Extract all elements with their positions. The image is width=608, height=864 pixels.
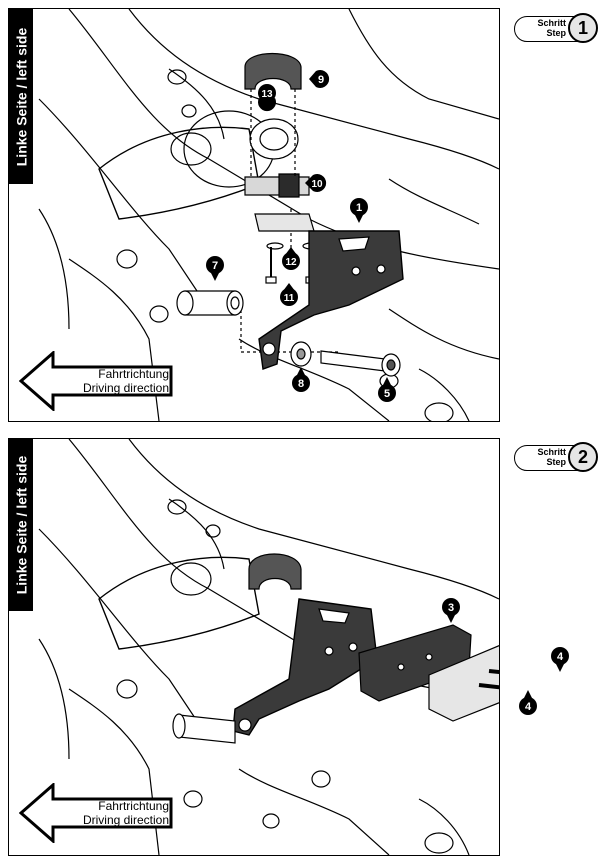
step-label-en: Step — [546, 28, 566, 38]
callout-3: 3 — [442, 598, 460, 623]
step-2-badge: Schritt Step 2 — [514, 442, 598, 472]
svg-text:8: 8 — [298, 378, 304, 390]
step-1-badge: Schritt Step 1 — [514, 13, 598, 43]
svg-text:13: 13 — [261, 89, 273, 100]
side-label-text: Linke Seite / left side — [13, 455, 29, 595]
step-label-de: Schritt — [537, 447, 566, 457]
svg-text:11: 11 — [284, 293, 295, 304]
step-1-drawing: 9 13 10 1 12 11 7 8 5 — [38, 9, 499, 421]
step-label-en: Step — [546, 457, 566, 467]
step-number: 1 — [568, 13, 598, 43]
direction-label-en: Driving direction — [82, 381, 169, 395]
svg-text:4: 4 — [525, 701, 532, 713]
step-2-outer-callouts: 4 4 — [519, 647, 569, 715]
callout-7: 7 — [206, 256, 224, 281]
svg-text:3: 3 — [448, 602, 454, 614]
left-arrow-icon — [19, 783, 173, 843]
svg-text:12: 12 — [285, 257, 297, 268]
callout-4-lower: 4 — [519, 690, 537, 715]
direction-label-de: Fahrtrichtung — [98, 367, 169, 381]
svg-text:10: 10 — [311, 179, 323, 190]
callout-10: 10 — [305, 174, 327, 192]
callout-12: 12 — [282, 247, 300, 270]
callout-13: 13 — [258, 84, 276, 112]
svg-text:9: 9 — [318, 74, 324, 86]
left-arrow-icon — [19, 351, 173, 411]
direction-label-de: Fahrtrichtung — [98, 799, 169, 813]
svg-text:7: 7 — [212, 260, 218, 272]
step-label-de: Schritt — [537, 18, 566, 28]
step-1-callouts: 9 13 10 1 12 11 7 8 5 — [206, 70, 396, 402]
callout-1: 1 — [350, 198, 368, 223]
svg-text:5: 5 — [384, 388, 390, 400]
step-2-callouts: 3 * — [442, 598, 460, 623]
side-label: Linke Seite / left side — [9, 439, 33, 611]
svg-text:1: 1 — [356, 202, 362, 214]
driving-direction-indicator: Fahrtrichtung Driving direction — [19, 351, 175, 411]
driving-direction-indicator: Fahrtrichtung Driving direction — [19, 783, 175, 843]
side-label-text: Linke Seite / left side — [13, 27, 29, 166]
step-1-illustration-panel: 9 13 10 1 12 11 7 8 5 Linke Seite / left… — [8, 8, 500, 422]
side-label: Linke Seite / left side — [9, 9, 33, 184]
callout-8: 8 — [292, 367, 310, 392]
step-2-drawing: 3 * — [38, 439, 499, 855]
callout-5: 5 — [378, 377, 396, 402]
step-number: 2 — [568, 442, 598, 472]
direction-label-en: Driving direction — [82, 813, 169, 827]
svg-text:4: 4 — [557, 651, 564, 663]
callout-11: 11 — [280, 283, 298, 306]
callout-4-upper: 4 — [551, 647, 569, 672]
step-2-illustration-panel: 3 * Linke Seite / left side Fahrtrichtun… — [8, 438, 500, 856]
callout-9: 9 — [309, 70, 330, 88]
